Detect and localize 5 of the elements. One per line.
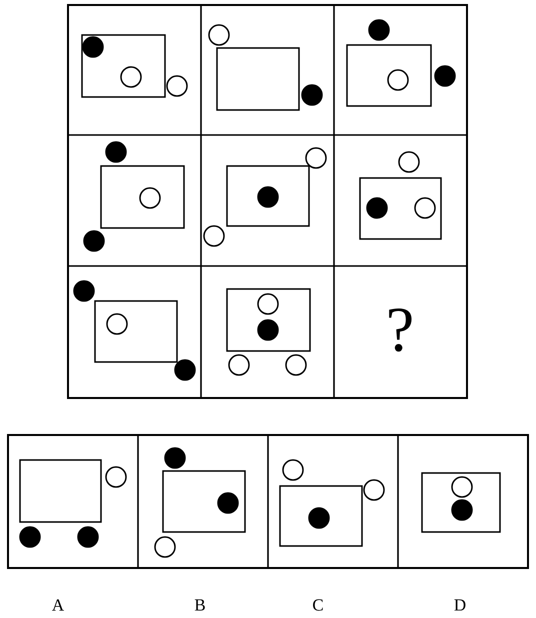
option-letter: B bbox=[194, 599, 205, 611]
option-letter: C bbox=[313, 599, 323, 611]
option-letter: D bbox=[454, 599, 466, 611]
option-letter: A bbox=[52, 599, 64, 611]
question-mark: ? bbox=[389, 308, 412, 352]
